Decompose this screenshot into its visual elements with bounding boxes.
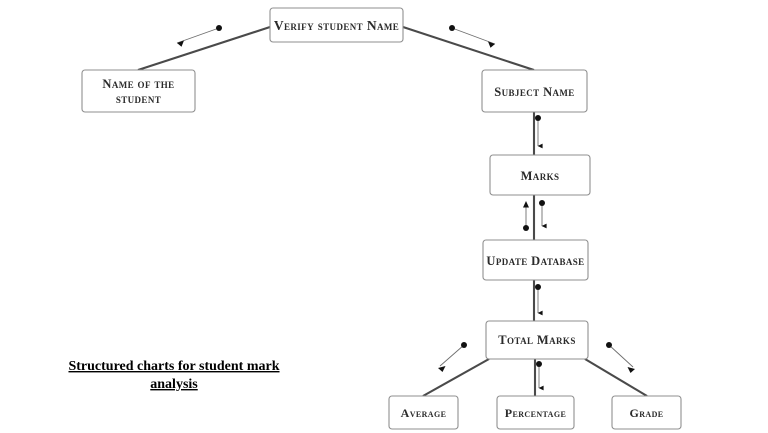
structure-lines [137,26,648,397]
caption-line-2: analysis [150,377,198,392]
node-grade[interactable]: Grade [611,395,682,430]
node-label-update: Update Database [486,254,584,268]
node-label-subject: Subject Name [494,85,574,99]
line-verify-to-name [137,26,271,71]
flow-total-to-percentage [536,361,544,391]
node-name-of-the-student[interactable]: Name of the student [81,69,196,113]
node-subject-name[interactable]: Subject Name [481,69,588,113]
node-verify-student-name[interactable]: Verify student Name [269,7,404,43]
caption-line-1: Structured charts for student mark [68,359,279,374]
node-total-marks[interactable]: Total Marks [485,320,589,360]
flow-total-to-average [438,342,467,372]
flow-total-to-grade [606,342,635,373]
node-label-name-line1: Name of the [102,77,174,91]
node-update-database[interactable]: Update Database [482,239,589,281]
node-label-percentage: Percentage [505,406,566,420]
node-label-total: Total Marks [498,333,576,347]
node-label-marks: Marks [521,169,560,183]
line-total-to-average [422,358,490,397]
flow-update-to-marks-up [523,201,529,231]
line-verify-to-subject [402,26,535,71]
node-percentage[interactable]: Percentage [496,395,575,430]
diagram-caption: Structured charts for student mark analy… [68,359,279,392]
flow-verify-to-subject [449,25,496,48]
flow-marks-to-update-down [539,200,547,229]
flow-subject-to-marks [535,115,543,149]
node-marks[interactable]: Marks [489,154,591,196]
flow-arrows [176,25,635,391]
node-label-verify: Verify student Name [274,18,399,33]
node-label-grade: Grade [629,406,663,420]
flow-verify-to-name [176,25,222,47]
node-label-name-line2: student [116,92,161,106]
node-average[interactable]: Average [388,395,459,430]
line-total-to-grade [584,358,648,397]
node-label-average: Average [401,406,447,420]
nodes: Verify student Name Name of the student … [81,7,682,430]
flow-update-to-total [535,284,543,316]
